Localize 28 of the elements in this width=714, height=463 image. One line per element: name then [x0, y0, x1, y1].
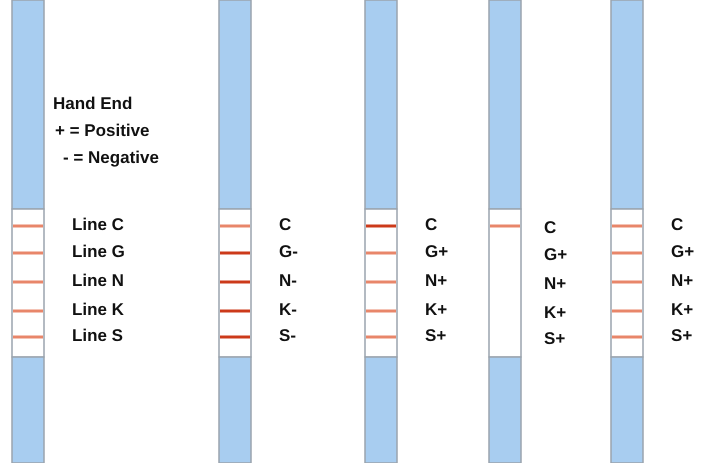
result-label: N+ [544, 274, 566, 294]
result-label: K+ [544, 303, 566, 323]
result-label: G+ [425, 242, 448, 262]
result-label: S+ [544, 329, 566, 349]
line-label: Line C [72, 215, 124, 235]
result-label: K+ [671, 300, 694, 320]
result-label: G+ [671, 242, 694, 262]
line-label: Line S [72, 326, 124, 346]
legend-note: - = Negative [63, 148, 159, 168]
result-label: K- [279, 300, 297, 320]
result-label: C [425, 215, 438, 235]
legend-note: + = Positive [55, 121, 150, 141]
line-label: Line K [72, 300, 124, 320]
result-label: G- [279, 242, 298, 262]
result-label: C [671, 215, 684, 235]
legend-note: Hand End [53, 94, 132, 114]
result-label: N- [279, 271, 297, 291]
result-label: C [544, 218, 556, 238]
line-label: Line G [72, 242, 125, 262]
result-label: C [279, 215, 292, 235]
result-label: S+ [671, 326, 692, 346]
result-label: S+ [425, 326, 446, 346]
result-label: G+ [544, 245, 568, 265]
result-label: S- [279, 326, 296, 346]
result-label: N+ [671, 271, 694, 291]
result-label: N+ [425, 271, 448, 291]
line-label: Line N [72, 271, 124, 291]
result-label: K+ [425, 300, 448, 320]
